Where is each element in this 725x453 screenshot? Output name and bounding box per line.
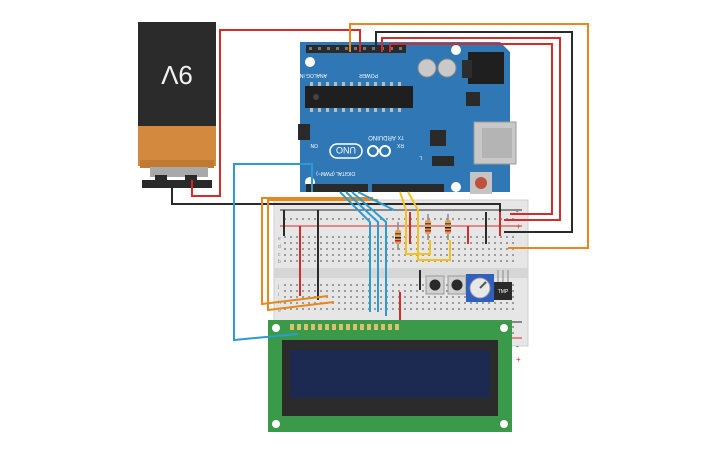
temperature-sensor[interactable]: TMP — [494, 270, 512, 300]
power-jack — [468, 52, 504, 84]
wire-yellow-button[interactable] — [399, 191, 431, 255]
header-digital-right — [372, 184, 444, 192]
lcd-pin-rw[interactable] — [318, 324, 322, 330]
power-label: POWER — [359, 72, 378, 78]
row-letter: j — [277, 284, 279, 290]
rail-plus-label: + — [516, 222, 521, 231]
digital-label: DIGITAL (PWM~) — [316, 170, 355, 176]
lcd-pin-d2[interactable] — [346, 324, 350, 330]
rail-minus-label: - — [516, 207, 519, 216]
resistor-3[interactable] — [445, 214, 451, 240]
wires[interactable] — [171, 23, 589, 342]
lcd-pin-gnd[interactable] — [290, 324, 294, 330]
lcd-pin-led[interactable] — [395, 324, 399, 330]
lcd-screen — [290, 350, 490, 398]
lcd-pin-d5[interactable] — [367, 324, 371, 330]
resistor-2[interactable] — [425, 214, 431, 240]
row-letter: i — [278, 292, 279, 298]
icsp-header — [298, 124, 310, 140]
sensor-label: TMP — [498, 289, 509, 295]
header-digital-left — [306, 184, 368, 192]
wire-red-vin[interactable] — [191, 29, 361, 197]
lcd-pin-d1[interactable] — [339, 324, 343, 330]
potentiometer[interactable] — [466, 274, 494, 302]
capacitor-1 — [417, 58, 437, 78]
battery-9v[interactable]: 9V — [138, 22, 216, 188]
resistor-1[interactable] — [395, 222, 401, 250]
row-letter: d — [278, 244, 281, 250]
l-label: L — [419, 154, 422, 160]
battery-case — [138, 22, 216, 126]
lcd-pin-d6[interactable] — [374, 324, 378, 330]
breadboard-center-channel — [274, 268, 528, 278]
row-letter: g — [278, 307, 281, 313]
rail-plus-label-bottom: + — [516, 355, 521, 364]
lcd-pin-row — [290, 324, 399, 330]
battery-label: 9V — [160, 60, 192, 90]
lcd-pin-vcc[interactable] — [297, 324, 301, 330]
battery-band — [138, 126, 216, 166]
lcd-pin-led[interactable] — [388, 324, 392, 330]
row-letter: c — [278, 252, 281, 258]
lcd-pin-d4[interactable] — [360, 324, 364, 330]
arduino-infinity-logo — [367, 145, 391, 157]
lcd-pin-d3[interactable] — [353, 324, 357, 330]
tx-label: TX — [397, 134, 404, 140]
row-letter: h — [278, 300, 281, 306]
uno-label: UNO — [336, 145, 356, 155]
wire-red-3v[interactable] — [389, 43, 553, 215]
atmega-chip — [305, 86, 413, 108]
arduino-board — [300, 42, 510, 192]
push-button-1[interactable] — [425, 275, 445, 295]
wire-red-5v[interactable] — [381, 37, 561, 221]
arduino-brand: ARDUINO — [368, 134, 396, 140]
wire-orange-a0[interactable] — [349, 23, 589, 249]
breadboard-jumpers[interactable] — [283, 210, 501, 322]
capacitor-2 — [437, 58, 457, 78]
wire-blue-lcd[interactable] — [233, 163, 313, 342]
row-letter: b — [278, 259, 281, 265]
on-label: ON — [310, 142, 318, 148]
wire-black-top[interactable] — [375, 31, 573, 233]
wire-black-gnd[interactable] — [171, 180, 501, 212]
lcd-pin-rs[interactable] — [311, 324, 315, 330]
lcd-pin-e[interactable] — [325, 324, 329, 330]
rx-label: RX — [396, 142, 404, 148]
arduino-uno[interactable]: ANALOG IN POWER UNO ARD — [298, 42, 517, 194]
lcd-pin-d7[interactable] — [381, 324, 385, 330]
lcd-pin-v0[interactable] — [304, 324, 308, 330]
lcd-16x2[interactable] — [268, 320, 512, 432]
battery-clip — [142, 180, 212, 188]
rail-minus-label-bottom: - — [516, 342, 519, 351]
analog-in-label: ANALOG IN — [299, 72, 327, 78]
push-button-2[interactable] — [447, 275, 467, 295]
lcd-pin-d0[interactable] — [332, 324, 336, 330]
row-letter: e — [278, 236, 281, 242]
